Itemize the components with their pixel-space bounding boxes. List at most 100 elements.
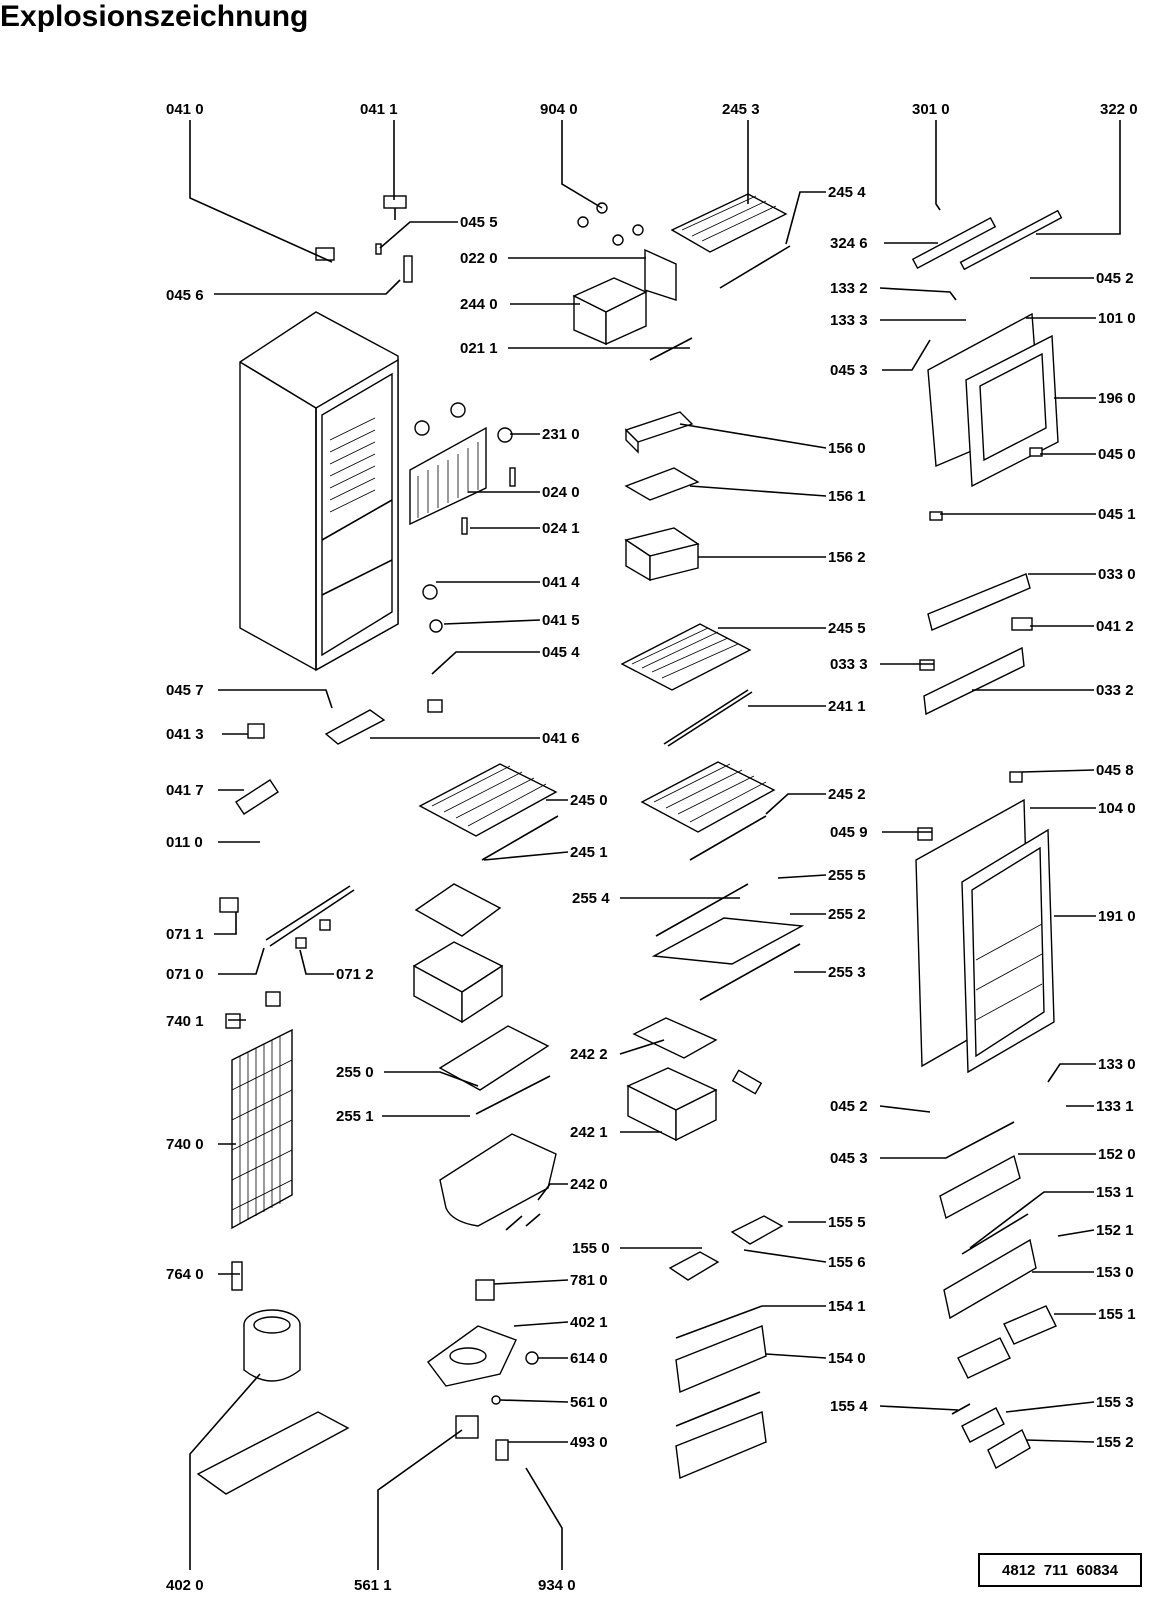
cabinet-part [239, 311, 399, 672]
part-label: 255 0 [336, 1064, 374, 1081]
evaporator-cover-part [409, 402, 513, 526]
page-title: Explosionszeichnung [0, 0, 309, 33]
compressor-plate-part [196, 1411, 350, 1495]
part-label: 255 4 [572, 890, 610, 907]
part-label: 024 1 [542, 520, 580, 537]
part-label: 041 4 [542, 574, 580, 591]
part-label: 245 1 [570, 844, 608, 861]
part-label: 021 1 [460, 340, 498, 357]
part-label: 033 3 [830, 656, 868, 673]
part-label: 934 0 [538, 1577, 576, 1594]
compressor-part [243, 1309, 301, 1382]
part-label: 133 2 [830, 280, 868, 297]
part-label: 104 0 [1098, 800, 1136, 817]
control-parts [427, 1279, 539, 1461]
part-label: 155 1 [1098, 1306, 1136, 1323]
part-label: 245 2 [828, 786, 866, 803]
small-parts-left [219, 467, 516, 1291]
part-label: 133 0 [1098, 1056, 1136, 1073]
freezer-door-part [911, 209, 1063, 521]
part-label: 101 0 [1098, 310, 1136, 327]
part-label: 614 0 [570, 1350, 608, 1367]
part-label: 041 7 [166, 782, 204, 799]
part-label: 041 3 [166, 726, 204, 743]
wire-shelf-parts [418, 761, 776, 861]
part-label: 133 3 [830, 312, 868, 329]
ice-tray-parts [624, 411, 700, 582]
part-label: 156 0 [828, 440, 866, 457]
part-label: 152 0 [1098, 1146, 1136, 1163]
part-label: 033 2 [1096, 682, 1134, 699]
part-label: 153 1 [1096, 1184, 1134, 1201]
part-label: 033 0 [1098, 566, 1136, 583]
part-label: 071 0 [166, 966, 204, 983]
part-label: 045 6 [166, 287, 204, 304]
parts-artwork [196, 193, 1063, 1495]
part-label: 245 5 [828, 620, 866, 637]
part-labels: 041 0 041 1 904 0 245 3 301 0 322 0 245 … [166, 101, 1138, 1594]
part-label: 152 1 [1096, 1222, 1134, 1239]
part-label: 242 0 [570, 1176, 608, 1193]
part-label: 402 1 [570, 1314, 608, 1331]
part-label: 255 1 [336, 1108, 374, 1125]
part-label: 241 1 [828, 698, 866, 715]
part-label: 154 0 [828, 1350, 866, 1367]
part-label: 045 9 [830, 824, 868, 841]
part-label: 245 3 [722, 101, 760, 118]
part-label: 045 3 [830, 1150, 868, 1167]
part-label: 322 0 [1100, 101, 1138, 118]
part-label: 022 0 [460, 250, 498, 267]
part-label: 740 1 [166, 1013, 204, 1030]
part-label: 156 1 [828, 488, 866, 505]
part-label: 011 0 [166, 834, 203, 851]
freezer-top-parts [315, 193, 791, 361]
part-label: 041 0 [166, 101, 204, 118]
part-label: 041 5 [542, 612, 580, 629]
part-label: 045 2 [1096, 270, 1134, 287]
part-label: 045 0 [1098, 446, 1136, 463]
part-label: 561 0 [570, 1394, 608, 1411]
part-label: 191 0 [1098, 908, 1136, 925]
part-label: 301 0 [912, 101, 950, 118]
part-label: 133 1 [1096, 1098, 1134, 1115]
part-label: 156 2 [828, 549, 866, 566]
part-label: 196 0 [1098, 390, 1136, 407]
part-label: 045 5 [460, 214, 498, 231]
part-label: 764 0 [166, 1266, 204, 1283]
part-label: 155 0 [572, 1240, 610, 1257]
part-label: 155 4 [830, 1398, 868, 1415]
crisper-parts-right [626, 883, 805, 1142]
part-label: 402 0 [166, 1577, 204, 1594]
part-label: 045 2 [830, 1098, 868, 1115]
part-label: 231 0 [542, 426, 580, 443]
part-label: 041 6 [542, 730, 580, 747]
part-label: 245 4 [828, 184, 866, 201]
part-label: 154 1 [828, 1298, 866, 1315]
part-label: 242 2 [570, 1046, 608, 1063]
crisper-parts-left [412, 883, 557, 1231]
part-label: 155 2 [1096, 1434, 1134, 1451]
part-label: 255 5 [828, 867, 866, 884]
document-number-box: 4812 711 60834 [978, 1553, 1142, 1587]
part-label: 255 3 [828, 964, 866, 981]
glass-shelf-parts [620, 623, 753, 747]
leader-lines [189, 120, 1121, 1570]
part-label: 153 0 [1096, 1264, 1134, 1281]
part-label: 045 3 [830, 362, 868, 379]
part-label: 155 3 [1096, 1394, 1134, 1411]
condenser-part [231, 1028, 293, 1230]
part-label: 255 2 [828, 906, 866, 923]
fridge-door-parts [915, 573, 1055, 1074]
part-label: 904 0 [540, 101, 578, 118]
part-label: 071 2 [336, 966, 374, 983]
part-label: 561 1 [354, 1577, 392, 1594]
part-label: 045 8 [1096, 762, 1134, 779]
part-label: 242 1 [570, 1124, 608, 1141]
part-label: 155 5 [828, 1214, 866, 1231]
part-label: 324 6 [830, 235, 868, 252]
part-label: 740 0 [166, 1136, 204, 1153]
part-label: 045 7 [166, 682, 204, 699]
part-label: 045 1 [1098, 506, 1136, 523]
part-label: 244 0 [460, 296, 498, 313]
